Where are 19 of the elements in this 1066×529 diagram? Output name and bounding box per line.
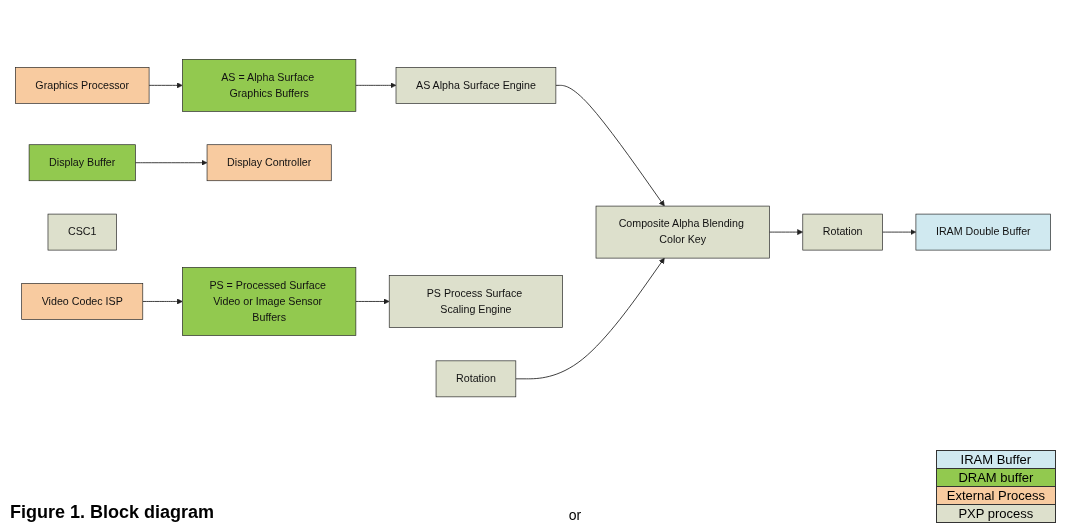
node-box: Video Codec ISP <box>21 283 144 320</box>
node-box: PS = Processed Surface Video or Image Sensor Buffers <box>182 267 357 336</box>
node-box: AS = Alpha Surface Graphics Buffers <box>182 58 357 112</box>
legend-entry: PXP process <box>936 505 1055 522</box>
node-box: Display Controller <box>206 144 332 181</box>
legend-entry: IRAM Buffer <box>936 451 1055 469</box>
legend-entry: External Process <box>936 487 1055 505</box>
legend-entry: DRAM buffer <box>936 469 1055 487</box>
note-label: or <box>568 507 582 523</box>
node-box: CSC1 <box>47 213 117 251</box>
node-box: AS Alpha Surface Engine <box>395 66 557 104</box>
node-box: Display Buffer <box>28 144 136 181</box>
node-box: Graphics Processor <box>15 66 150 104</box>
figure-caption: Figure 1. Block diagram <box>10 502 215 523</box>
node-box: IRAM Double Buffer <box>915 213 1051 251</box>
node-box: PS Process Surface Scaling Engine <box>388 275 563 328</box>
node-box: Rotation <box>435 360 517 398</box>
node-box: Rotation <box>802 213 883 251</box>
node-box: Composite Alpha Blending Color Key <box>595 205 770 259</box>
